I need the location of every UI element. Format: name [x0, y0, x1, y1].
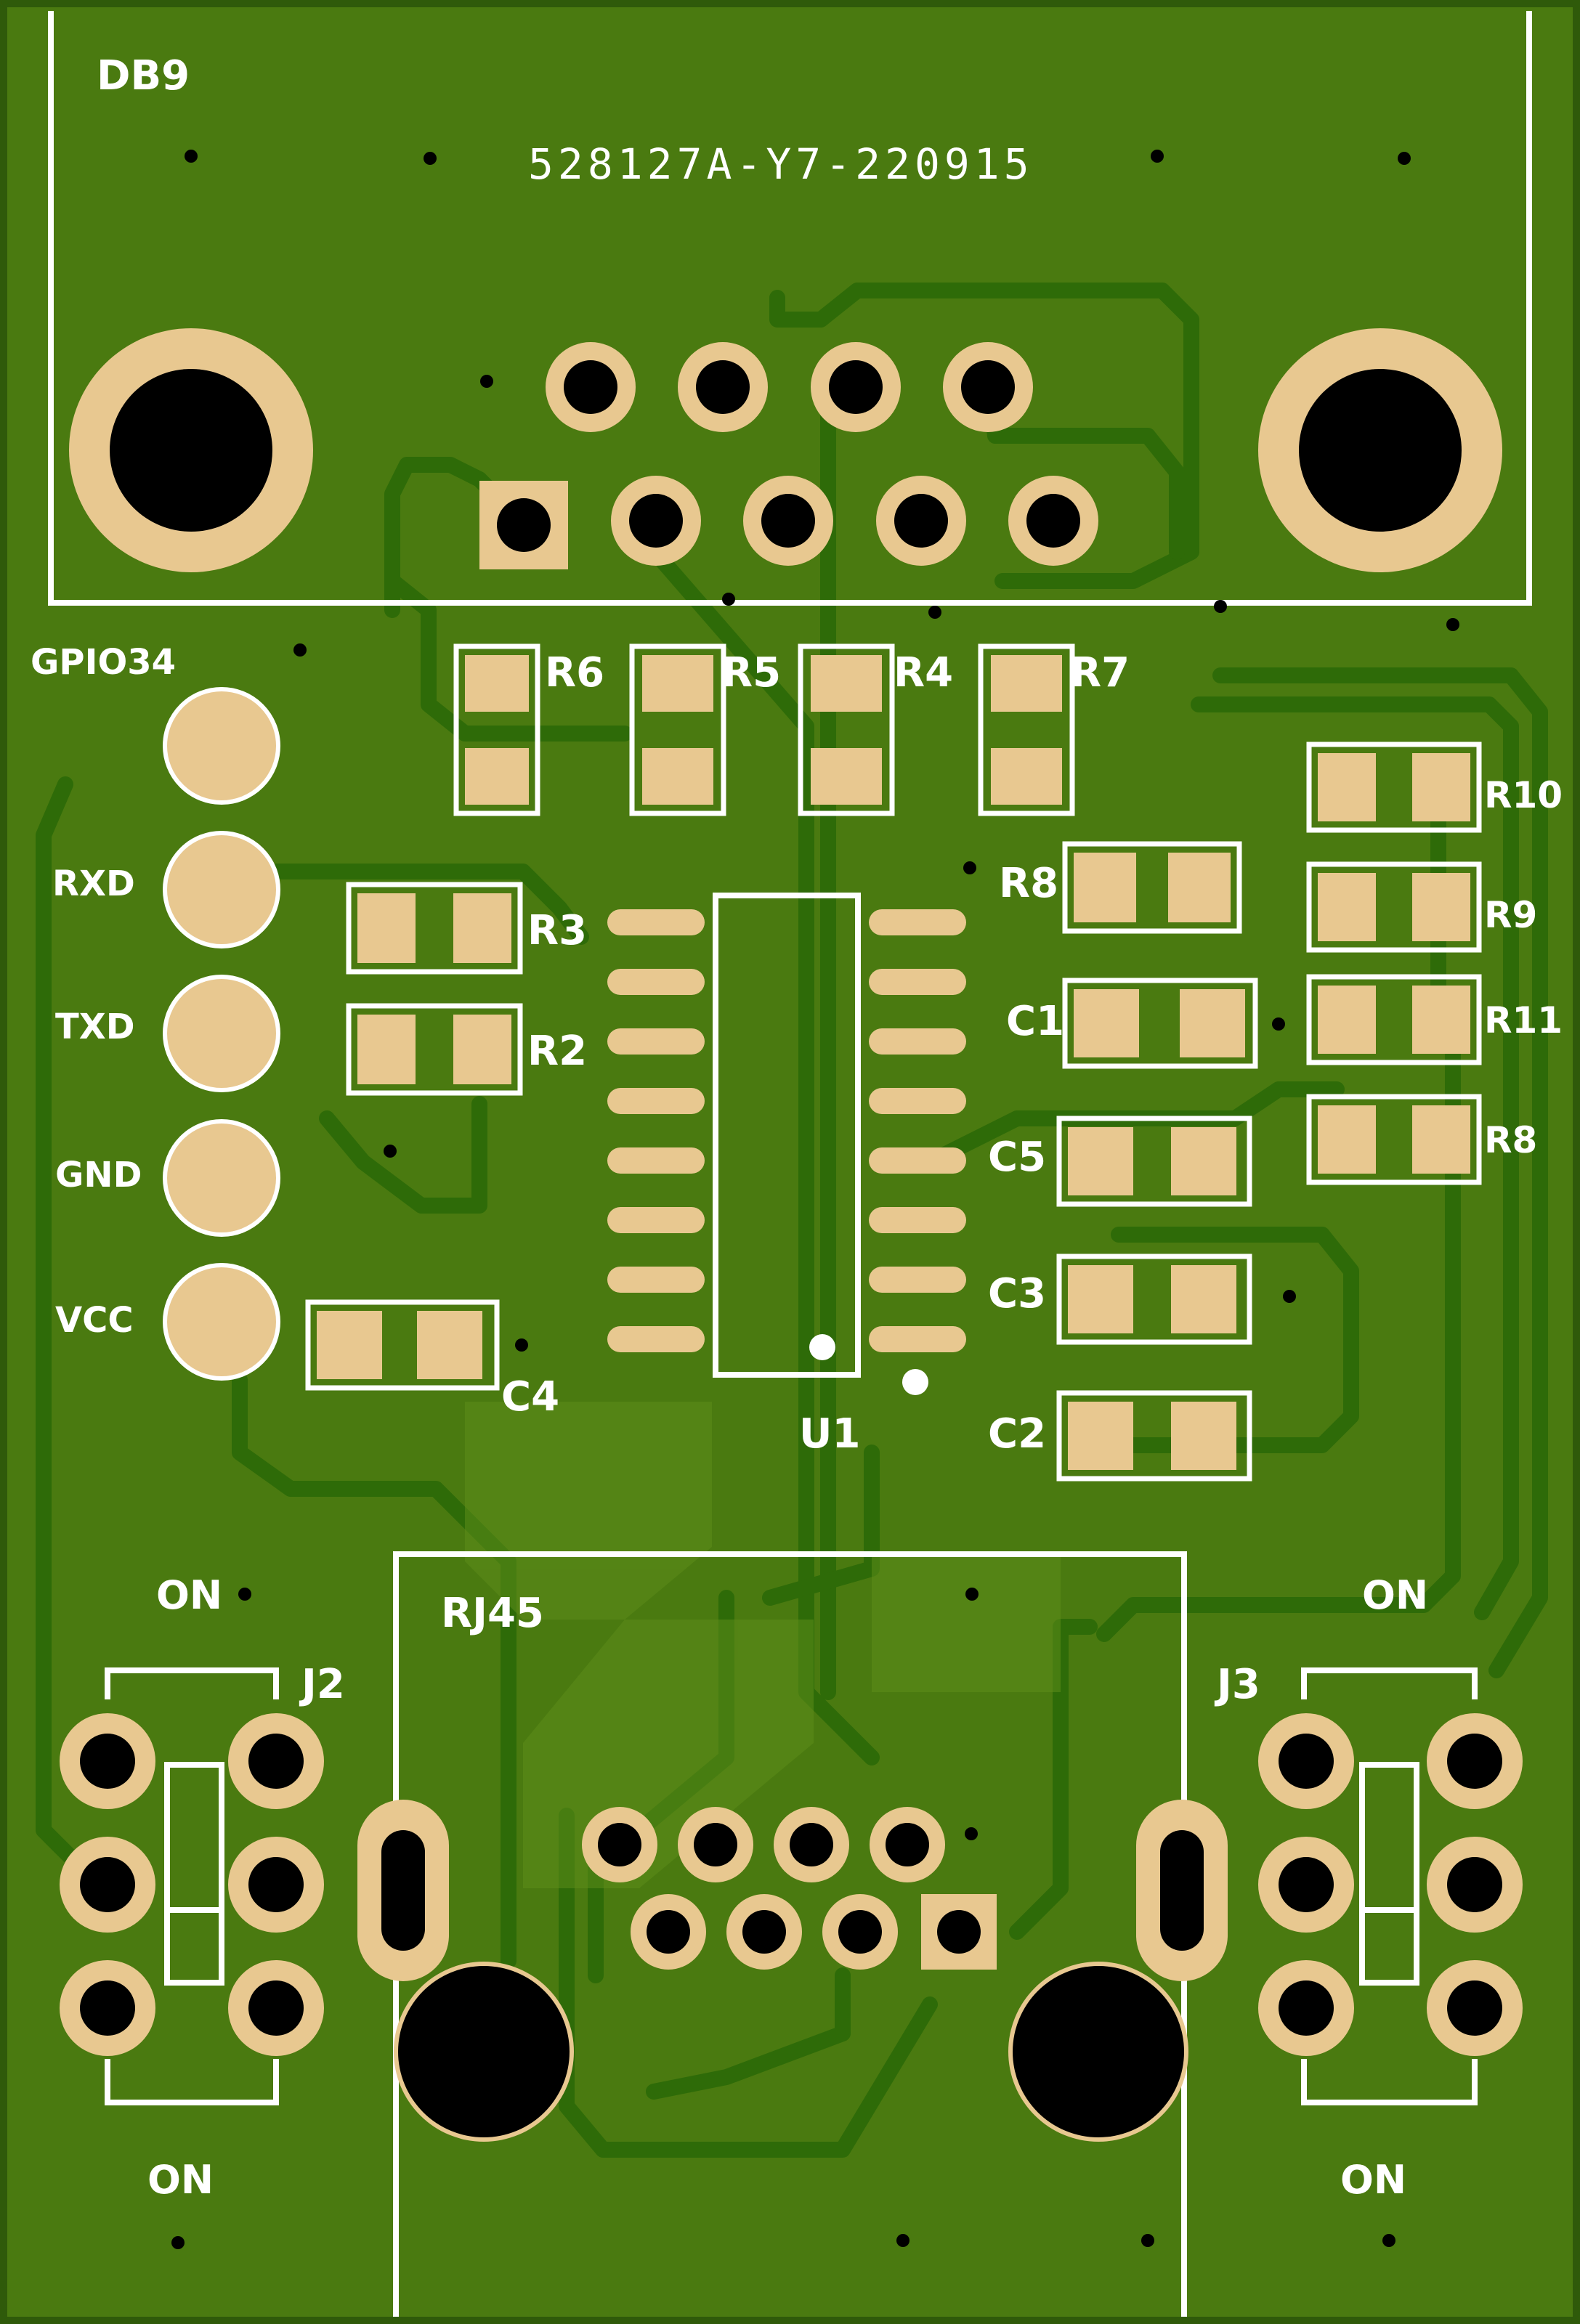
r6-footprint: [453, 643, 540, 816]
db9-mounting-holes: [69, 328, 1502, 572]
silkscreen-labels: DB9 528127A-Y7-220915 R6 R5 R4 R7 R3 R2 …: [31, 52, 1563, 2203]
r8-bottom-footprint: [1306, 1094, 1482, 1185]
j3-outline-bottom: [1301, 2059, 1478, 2105]
r7-label: R7: [1070, 649, 1130, 696]
c3-label: C3: [988, 1270, 1046, 1317]
smd-footprints: [305, 643, 1482, 1482]
c2-footprint: [1056, 1390, 1252, 1482]
header-pin-5-label: VCC: [55, 1300, 134, 1341]
r8-top-label: R8: [999, 860, 1058, 907]
j2-top-on-label: ON: [156, 1572, 222, 1618]
header-pin-1-label: GPIO34: [31, 642, 176, 683]
c5-footprint: [1056, 1116, 1252, 1207]
c4-footprint: [305, 1299, 500, 1391]
u1-pads: [607, 909, 966, 1352]
r3-footprint: [346, 882, 523, 975]
r9-label: R9: [1484, 894, 1537, 936]
r4-footprint: [798, 643, 895, 816]
header-pin-3: [163, 975, 280, 1092]
header-pin-4-label: GND: [55, 1155, 142, 1195]
header-pin-1: [163, 687, 280, 805]
db9-label: DB9: [97, 52, 190, 99]
j2-label: J2: [299, 1661, 345, 1708]
j2-outline-top: [105, 1667, 279, 1699]
header-pin-4: [163, 1119, 280, 1237]
r8-top-footprint: [1062, 841, 1242, 934]
r2-label: R2: [527, 1028, 587, 1075]
r5-label: R5: [721, 649, 781, 696]
c5-label: C5: [988, 1134, 1046, 1181]
u1-pin1-marker: [809, 1334, 835, 1360]
header-pins: [163, 687, 280, 1381]
j2-outline-bottom: [105, 2059, 279, 2105]
r2-footprint: [346, 1003, 523, 1096]
db9-outline: [48, 11, 1532, 606]
j3-pins: [1258, 1713, 1523, 2056]
j3-outline-top: [1301, 1667, 1478, 1699]
j2-pins: [60, 1713, 324, 2056]
db9-pins: [479, 342, 1098, 569]
r9-footprint: [1306, 861, 1482, 953]
rj45-label: RJ45: [441, 1590, 544, 1637]
j3-jumper: [1359, 1762, 1419, 1986]
j3-bottom-on-label: ON: [1340, 2157, 1406, 2203]
c4-label: C4: [501, 1373, 559, 1421]
r10-label: R10: [1484, 774, 1563, 816]
j2-bottom-on-label: ON: [147, 2157, 214, 2203]
board-id-label: 528127A-Y7-220915: [528, 139, 1034, 189]
rj45-pads: [357, 1800, 1228, 2142]
r6-label: R6: [545, 649, 604, 696]
j2-jumper: [164, 1762, 224, 1986]
u1-pin-dot: [902, 1369, 928, 1395]
r11-footprint: [1306, 974, 1482, 1065]
header-pin-5: [163, 1263, 280, 1381]
header-pin-3-label: TXD: [55, 1007, 135, 1047]
r11-label: R11: [1484, 999, 1563, 1041]
r8-bottom-label: R8: [1484, 1119, 1537, 1161]
r4-label: R4: [894, 649, 953, 696]
r7-footprint: [978, 643, 1075, 816]
c1-footprint: [1062, 978, 1258, 1069]
c2-label: C2: [988, 1410, 1046, 1458]
c1-label: C1: [1006, 998, 1064, 1045]
r3-label: R3: [527, 907, 587, 954]
r10-footprint: [1306, 742, 1482, 833]
r5-footprint: [629, 643, 726, 816]
c3-footprint: [1056, 1254, 1252, 1345]
u1-outline: [713, 893, 861, 1378]
header-pin-2-label: RXD: [52, 864, 135, 904]
header-pin-2: [163, 831, 280, 948]
j3-label: J3: [1214, 1661, 1260, 1708]
vias: [171, 150, 1459, 2249]
j3-top-on-label: ON: [1362, 1572, 1428, 1618]
u1-label: U1: [799, 1410, 860, 1458]
